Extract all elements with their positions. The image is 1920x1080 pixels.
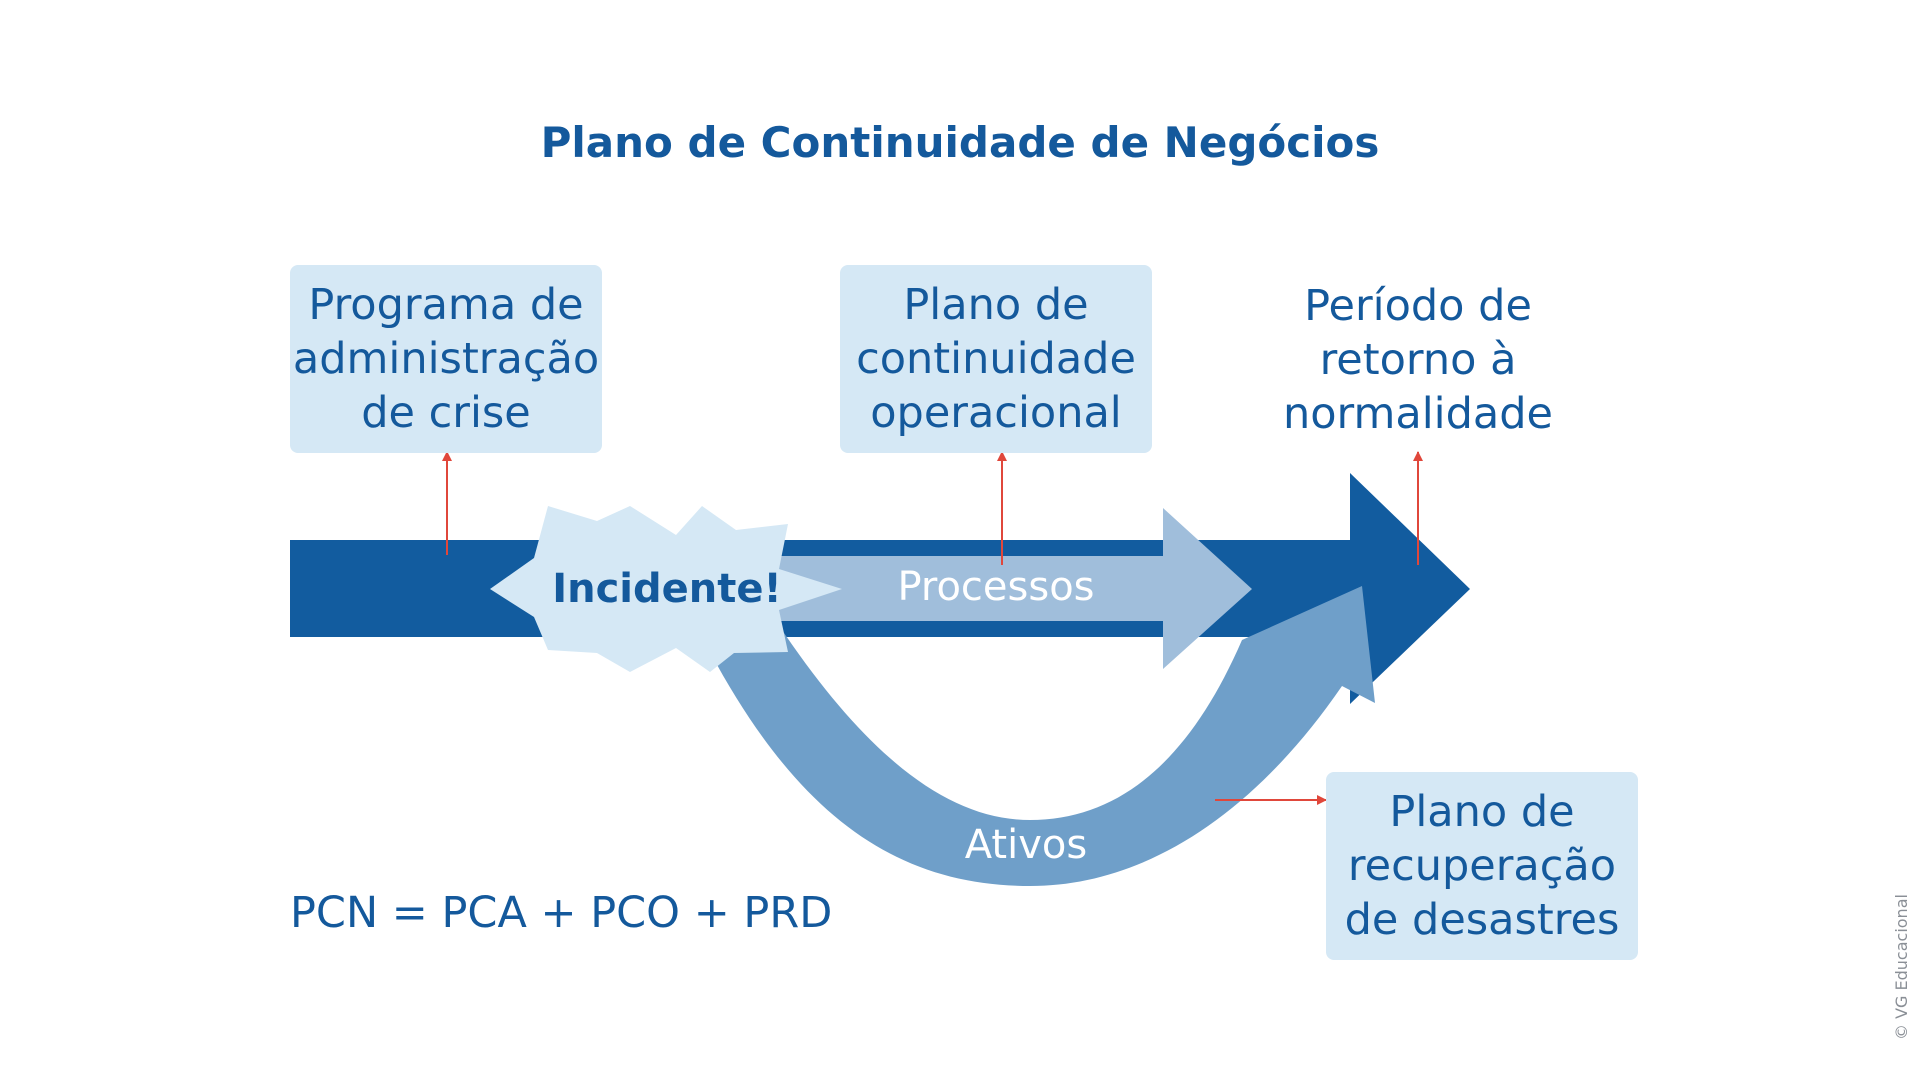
diagram-title: Plano de Continuidade de Negócios <box>540 118 1380 167</box>
assets-curved-arrow <box>710 586 1375 886</box>
copyright-notice: © VG Educacional <box>1892 894 1911 1040</box>
incident-label: Incidente! <box>552 566 782 612</box>
crisis-management-box: Programa de administração de crise <box>290 265 602 453</box>
return-to-normal-label: Período de retorno à normalidade <box>1282 281 1553 439</box>
assets-label: Ativos <box>965 822 1087 868</box>
processes-arrow <box>760 508 1252 669</box>
pcn-formula: PCN = PCA + PCO + PRD <box>290 888 833 938</box>
disaster-recovery-box: Plano de recuperação de desastres <box>1326 772 1638 960</box>
operational-continuity-box: Plano de continuidade operacional <box>840 265 1152 453</box>
incident-starburst <box>490 506 842 672</box>
processes-label: Processos <box>897 564 1094 610</box>
